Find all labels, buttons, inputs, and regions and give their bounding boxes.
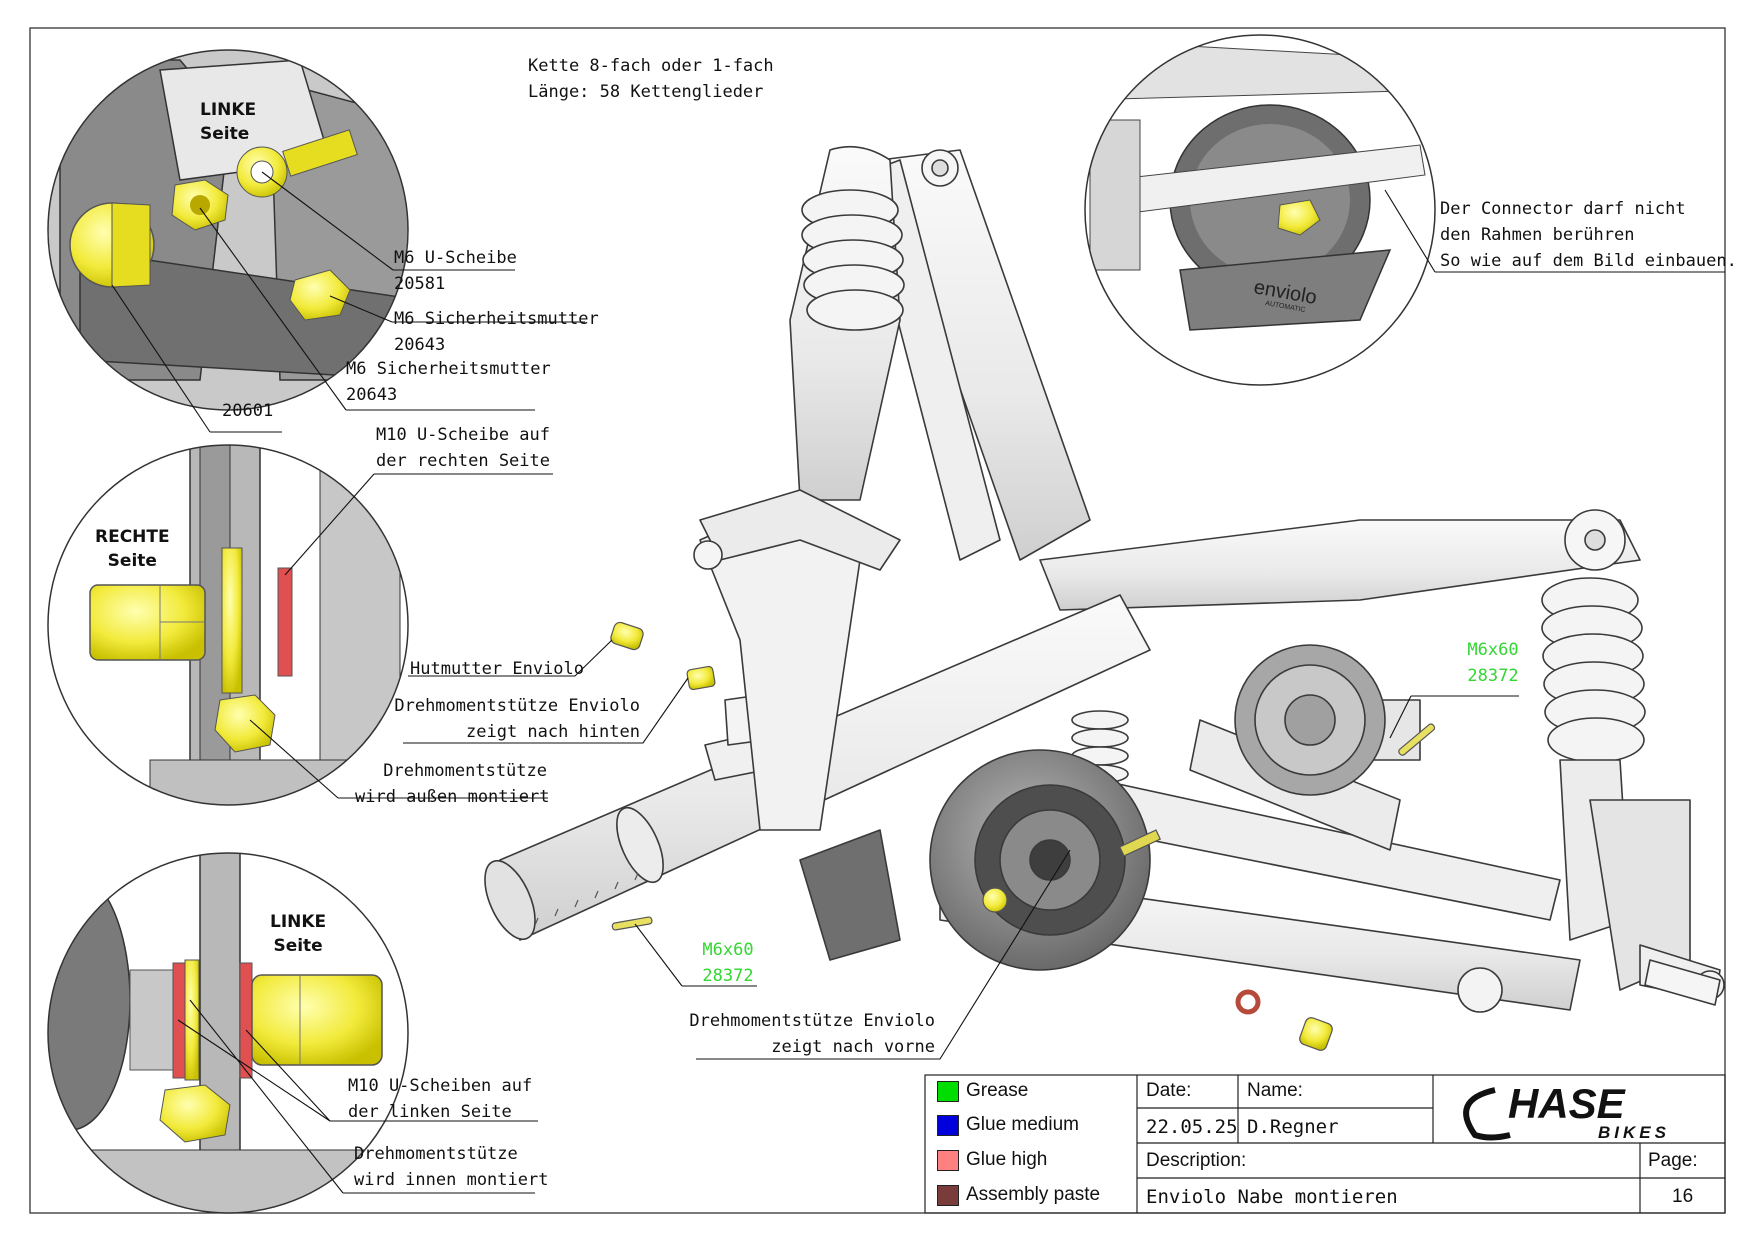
callout-text: Drehmomentstütze <box>383 761 547 781</box>
callout-text: M10 U-Scheibe auf <box>376 425 550 445</box>
callout-text: Drehmomentstütze <box>354 1144 518 1164</box>
callout-bolt-left: M6x60 28372 <box>698 937 758 989</box>
detail-connector <box>1085 35 1435 385</box>
callout-text: der linken Seite <box>348 1102 512 1122</box>
callout-torque-inside: Drehmomentstütze wird innen montiert <box>354 1141 548 1193</box>
date-label: Date: <box>1146 1080 1192 1101</box>
side-label-text: Seite <box>107 551 157 571</box>
callout-m6-nut-1: M6 Sicherheitsmutter 20643 <box>394 306 599 358</box>
callout-text: M6 Sicherheitsmutter <box>394 309 599 329</box>
legend-label-glue-high: Glue high <box>966 1149 1048 1170</box>
callout-bolt-right: M6x60 28372 <box>1463 637 1523 689</box>
chain-note-line-2: Länge: 58 Kettenglieder <box>528 82 764 102</box>
detail-left-upper <box>48 50 408 410</box>
callout-m6-nut-2: M6 Sicherheitsmutter 20643 <box>346 356 551 408</box>
callout-text: der rechten Seite <box>376 451 550 471</box>
name-value: D.Regner <box>1247 1116 1339 1138</box>
logo-sub-text: BIKES <box>1598 1123 1670 1142</box>
side-label-left-top: LINKE Seite <box>200 98 256 146</box>
date-value: 22.05.25 <box>1146 1116 1238 1138</box>
logo-main-text: HASE <box>1508 1080 1627 1127</box>
leader-lines <box>111 171 1725 1194</box>
callout-cap-part: 20601 <box>222 398 273 424</box>
detail-right-middle <box>48 445 408 805</box>
callout-m10-washer-right: M10 U-Scheibe auf der rechten Seite <box>370 422 550 474</box>
legend-swatch-glue-medium <box>937 1115 959 1136</box>
name-label: Name: <box>1247 1080 1303 1101</box>
callout-part-number: 20601 <box>222 401 274 421</box>
callout-text: wird innen montiert <box>354 1170 549 1190</box>
callout-text: zeigt nach vorne <box>771 1037 935 1057</box>
side-label-text: Seite <box>273 936 323 956</box>
side-label-left-bottom: LINKE Seite <box>270 910 326 958</box>
page-label: Page: <box>1648 1150 1698 1171</box>
chain-note: Kette 8-fach oder 1-fach Länge: 58 Kette… <box>528 53 774 105</box>
connector-note: Der Connector darf nicht den Rahmen berü… <box>1440 196 1737 274</box>
callout-part-number: 20643 <box>394 335 446 355</box>
legend-label-glue-medium: Glue medium <box>966 1114 1079 1135</box>
callout-text: M6 U-Scheibe <box>394 248 517 268</box>
callout-text: Drehmomentstütze Enviolo <box>394 696 640 716</box>
side-label-right-middle: RECHTE Seite <box>95 525 170 573</box>
connector-note-line: Der Connector darf nicht <box>1440 199 1686 219</box>
legend-swatch-grease <box>937 1081 959 1102</box>
callout-text: zeigt nach hinten <box>466 722 640 742</box>
description-label: Description: <box>1146 1150 1247 1171</box>
callout-torque-front: Drehmomentstütze Enviolo zeigt nach vorn… <box>680 1008 935 1060</box>
callout-part-number: 28372 <box>702 966 754 986</box>
callout-text: M6 Sicherheitsmutter <box>346 359 551 379</box>
legend-label-assembly-paste: Assembly paste <box>966 1184 1101 1205</box>
legend-swatch-glue-high <box>937 1150 959 1171</box>
hase-logo: HASE BIKES <box>1463 1080 1670 1142</box>
side-label-text: LINKE <box>200 100 257 120</box>
page-number: 16 <box>1672 1186 1694 1207</box>
callout-text: M6x60 <box>1467 640 1519 660</box>
connector-note-line: den Rahmen berühren <box>1440 225 1635 245</box>
callout-text: M6x60 <box>702 940 754 960</box>
loose-hardware <box>610 621 1436 1051</box>
callout-part-number: 28372 <box>1467 666 1519 686</box>
callout-torque-back: Drehmomentstütze Enviolo zeigt nach hint… <box>390 693 640 745</box>
legend-label-grease: Grease <box>966 1080 1029 1101</box>
callout-part-number: 20643 <box>346 385 398 405</box>
callout-cap-nut-enviolo: Hutmutter Enviolo <box>410 656 584 682</box>
trike-rear-frame <box>484 145 1725 1013</box>
callout-text: wird außen montiert <box>355 787 550 807</box>
chain-note-line-1: Kette 8-fach oder 1-fach <box>528 56 774 76</box>
description-value: Enviolo Nabe montieren <box>1146 1186 1398 1208</box>
callout-m10-washers-left: M10 U-Scheiben auf der linken Seite <box>348 1073 532 1125</box>
callout-text: Drehmomentstütze Enviolo <box>689 1011 935 1031</box>
side-label-text: LINKE <box>270 912 327 932</box>
connector-note-line: So wie auf dem Bild einbauen. <box>1440 251 1737 271</box>
side-label-text: Seite <box>200 124 250 144</box>
callout-text: Hutmutter Enviolo <box>410 659 584 679</box>
title-block-frame <box>924 1074 1726 1214</box>
callout-text: M10 U-Scheiben auf <box>348 1076 533 1096</box>
callout-part-number: 20581 <box>394 274 446 294</box>
callout-torque-outside: Drehmomentstütze wird außen montiert <box>355 758 550 810</box>
side-label-text: RECHTE <box>95 527 170 547</box>
legend-swatch-assembly-paste <box>937 1185 959 1206</box>
sheet-border <box>29 27 1726 1214</box>
callout-m6-washer: M6 U-Scheibe 20581 <box>394 245 517 297</box>
